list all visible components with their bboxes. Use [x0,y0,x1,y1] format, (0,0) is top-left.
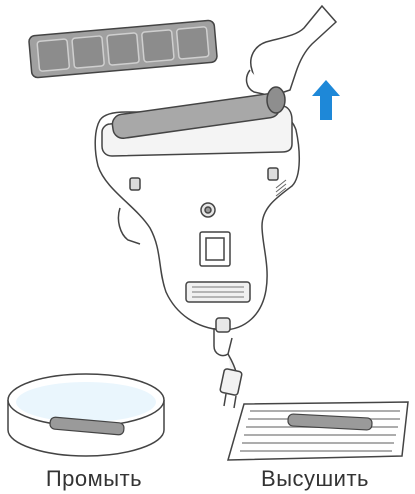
vacuum-cleaner-body [94,105,300,357]
dry-caption: Высушить [261,466,369,491]
power-plug [219,353,243,409]
hand-illustration [245,4,338,97]
drying-mat [226,401,409,461]
wash-caption: Промыть [45,466,143,491]
roller-brush [111,86,286,140]
filter-cartridge [28,19,218,79]
wash-bowl [7,373,165,457]
arrow-up-icon [312,80,340,120]
